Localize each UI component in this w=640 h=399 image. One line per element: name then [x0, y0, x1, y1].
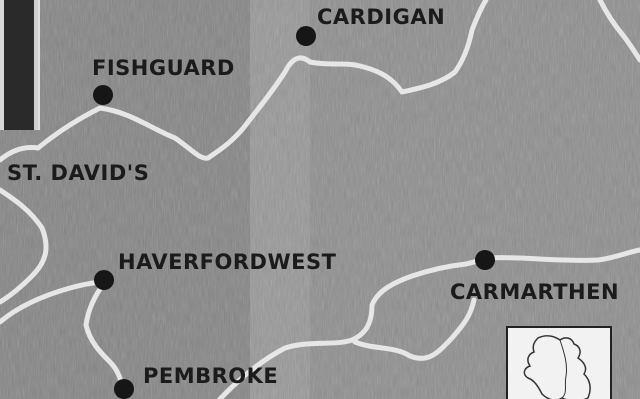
boundary-coast-north	[0, 145, 41, 163]
boundary-south-inner	[352, 297, 477, 361]
town-dot-cardigan	[296, 26, 316, 46]
town-label-fishguard: FISHGUARD	[92, 56, 235, 80]
photo-inset	[0, 0, 40, 130]
locator-inset	[506, 326, 612, 399]
boundary-west	[0, 187, 49, 305]
town-dot-haverfordwest	[94, 270, 114, 290]
town-label-cardigan: CARDIGAN	[317, 5, 446, 29]
town-label-st-davids: ST. DAVID'S	[7, 161, 150, 185]
town-label-carmarthen: CARMARTHEN	[450, 280, 620, 304]
town-dot-pembroke	[114, 379, 134, 399]
town-dot-carmarthen	[475, 250, 495, 270]
town-dot-fishguard	[93, 85, 113, 105]
boundary-east	[597, 0, 640, 63]
wales-outline-icon	[523, 335, 591, 399]
town-label-pembroke: PEMBROKE	[143, 364, 279, 388]
boundary-north	[35, 0, 489, 161]
boundary-south	[217, 247, 640, 399]
town-label-haverfordwest: HAVERFORDWEST	[118, 250, 337, 274]
boundary-southwest	[0, 279, 127, 399]
